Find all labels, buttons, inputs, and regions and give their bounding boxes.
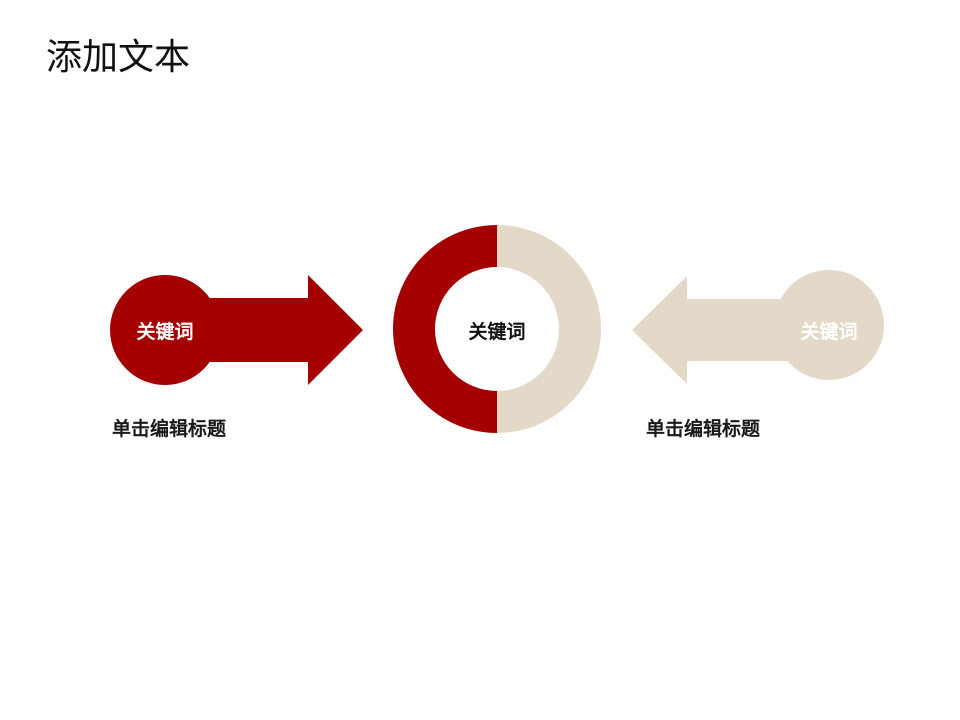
right-subtitle[interactable]: 单击编辑标题 — [646, 418, 761, 440]
ring-left-half — [393, 225, 497, 433]
page-title[interactable]: 添加文本 — [46, 37, 191, 78]
center-ring-group[interactable]: 关键词 — [393, 225, 601, 433]
left-arrow-shape — [195, 275, 363, 385]
left-arrow-group[interactable]: 关键词 — [110, 275, 363, 385]
center-keyword[interactable]: 关键词 — [468, 320, 525, 343]
left-circle — [110, 275, 220, 385]
right-circle — [774, 270, 884, 380]
left-keyword[interactable]: 关键词 — [136, 320, 193, 343]
right-keyword[interactable]: 关键词 — [800, 320, 857, 343]
left-subtitle[interactable]: 单击编辑标题 — [112, 418, 227, 440]
ring-right-half — [497, 225, 601, 433]
right-arrow-group[interactable]: 关键词 — [632, 270, 884, 384]
right-arrow-shape — [632, 276, 800, 384]
